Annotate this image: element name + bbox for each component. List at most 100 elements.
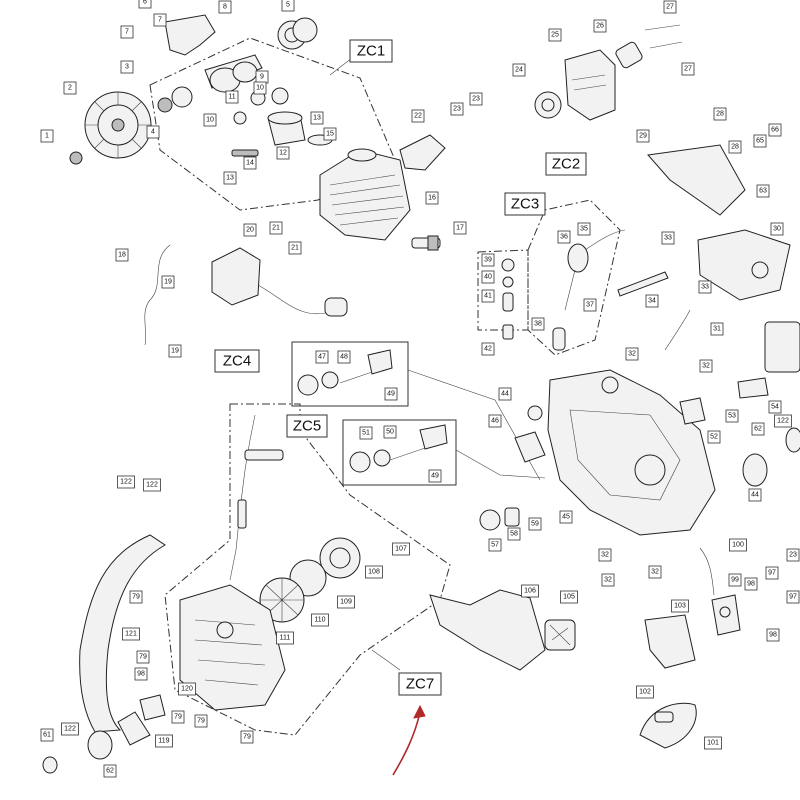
part-callout-number: 44 [751, 492, 759, 499]
valve-seat [502, 324, 514, 340]
part-callout-box [488, 414, 502, 428]
part-callout-number: 4 [151, 129, 155, 136]
part-callout-box [469, 92, 483, 106]
part-callout-number: 49 [387, 391, 395, 398]
part-callout-p6: 6 [138, 0, 152, 9]
oil-hose-100 [699, 547, 715, 596]
part-callout-box [323, 127, 337, 141]
part-callout-p102: 102 [636, 685, 654, 699]
part-callout-box [636, 129, 650, 143]
svg-text:ZC5: ZC5 [293, 418, 321, 435]
part-callout-p98a: 98 [744, 577, 758, 591]
part-callout-box [507, 527, 521, 541]
part-callout-number: 1 [45, 133, 49, 140]
part-callout-box [218, 0, 232, 14]
part-callout-p33b: 33 [698, 280, 712, 294]
part-callout-p44b: 44 [748, 488, 762, 502]
part-callout-box [707, 430, 721, 444]
part-callout-p47: 47 [315, 350, 329, 364]
clutch-111 [259, 577, 305, 623]
part-callout-number: 27 [666, 4, 674, 11]
part-callout-p3: 3 [120, 60, 134, 74]
part-callout-box [425, 191, 439, 205]
part-callout-number: 9 [260, 74, 264, 81]
part-callout-number: 44 [501, 391, 509, 398]
part-callout-number: 15 [326, 131, 334, 138]
part-callout-box [276, 631, 294, 645]
part-callout-box [744, 577, 758, 591]
part-callout-number: 122 [64, 726, 76, 733]
part-callout-number: 39 [484, 257, 492, 264]
part-callout-number: 21 [291, 245, 299, 252]
part-callout-box [768, 400, 782, 414]
part-callout-number: 28 [731, 144, 739, 151]
heat-shield [647, 144, 746, 216]
part-callout-number: 20 [246, 227, 254, 234]
part-callout-p98b: 98 [134, 667, 148, 681]
exhaust-flange [399, 134, 446, 171]
bumper-57 [479, 509, 501, 531]
part-callout-number: 66 [771, 127, 779, 134]
part-callout-number: 35 [580, 226, 588, 233]
part-callout-box [559, 510, 573, 524]
part-callout-p51: 51 [359, 426, 373, 440]
part-callout-box [310, 111, 324, 125]
part-callout-box [710, 322, 724, 336]
part-callout-p119: 119 [155, 734, 173, 748]
part-callout-number: 12 [279, 150, 287, 157]
part-callout-box [337, 595, 355, 609]
part-callout-box [713, 107, 727, 121]
washer-44 [527, 405, 543, 421]
part-callout-number: 46 [491, 418, 499, 425]
fitting-102 [654, 711, 674, 723]
part-callout-p32e: 32 [648, 565, 662, 579]
part-callout-number: 27 [684, 66, 692, 73]
part-callout-number: 109 [340, 599, 352, 606]
part-callout-box [648, 565, 662, 579]
bracket-52 [679, 397, 706, 425]
part-callout-number: 122 [120, 479, 132, 486]
breather-hose [664, 309, 691, 351]
part-callout-box [481, 342, 495, 356]
part-callout-p61: 61 [40, 728, 54, 742]
part-callout-p42: 42 [481, 342, 495, 356]
zc1-leader [329, 57, 353, 76]
part-callout-number: 5 [286, 2, 290, 9]
valve-body [502, 292, 514, 312]
zc1-group-outline [149, 37, 396, 211]
zc2-group-outline [527, 199, 621, 356]
zc5-to-crankcase-leader [455, 449, 546, 479]
part-callout-p1: 1 [40, 129, 54, 143]
part-callout-number: 48 [340, 354, 348, 361]
part-callout-box [311, 613, 329, 627]
part-callout-p10a: 10 [203, 113, 217, 127]
part-callout-box [225, 90, 239, 104]
part-callout-number: 41 [484, 293, 492, 300]
part-callout-box [636, 685, 654, 699]
part-callout-p107: 107 [392, 542, 410, 556]
part-callout-box [774, 414, 792, 428]
front-handle [79, 534, 166, 733]
part-callout-number: 38 [534, 321, 542, 328]
part-callout-box [168, 344, 182, 358]
part-callout-p20: 20 [243, 223, 257, 237]
spring-rod [237, 499, 247, 529]
part-callout-number: 42 [484, 346, 492, 353]
part-callout-number: 65 [756, 138, 764, 145]
part-callout-number: 33 [664, 235, 672, 242]
part-callout-box [481, 253, 495, 267]
av-mount-62-left [42, 730, 113, 774]
part-callout-p30: 30 [770, 222, 784, 236]
part-callout-p7b: 7 [153, 13, 167, 27]
part-callout-box [786, 548, 800, 562]
part-callout-box [704, 736, 722, 750]
part-callout-number: 10 [256, 85, 264, 92]
part-callout-p50: 50 [383, 425, 397, 439]
part-callout-number: 8 [223, 4, 227, 11]
muffler-plate [615, 41, 643, 69]
part-callout-box [161, 275, 175, 289]
part-callout-number: 99 [731, 577, 739, 584]
fuel-filter [552, 327, 566, 351]
annotation-arrow [392, 704, 426, 776]
part-callout-p27a: 27 [663, 0, 677, 14]
